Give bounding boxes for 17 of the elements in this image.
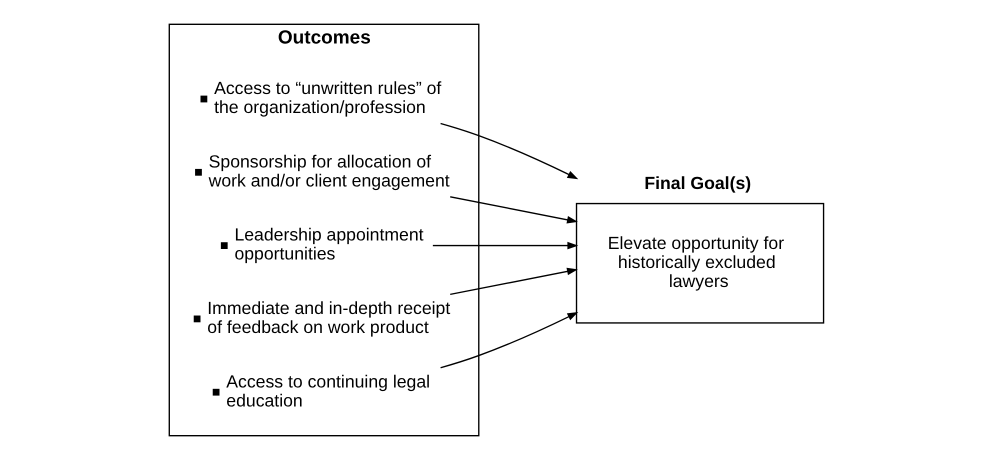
arrow [450,196,578,224]
node-label: Access to “unwritten rules” of the organization/profession [214,78,442,118]
node-label: Leadership appointment opportunities [234,224,424,264]
node-box [200,96,208,102]
node-box: Elevate opportunity for historically excluded lawyers [576,202,824,324]
node-label: Sponsorship for allocation of work and/or client engagement [208,151,450,190]
node-box [194,316,200,322]
node-label: Final Goal(s) [644,173,752,194]
node-box [220,242,228,249]
node-box [195,168,202,176]
arrow [450,268,578,296]
arrow [432,242,578,250]
node-label: Access to continuing legal education [226,371,430,410]
node-box [212,388,220,396]
arrow [440,312,578,368]
node-label: Immediate and in-depth receipt of feedback on work product [207,298,450,338]
arrow [440,122,578,180]
